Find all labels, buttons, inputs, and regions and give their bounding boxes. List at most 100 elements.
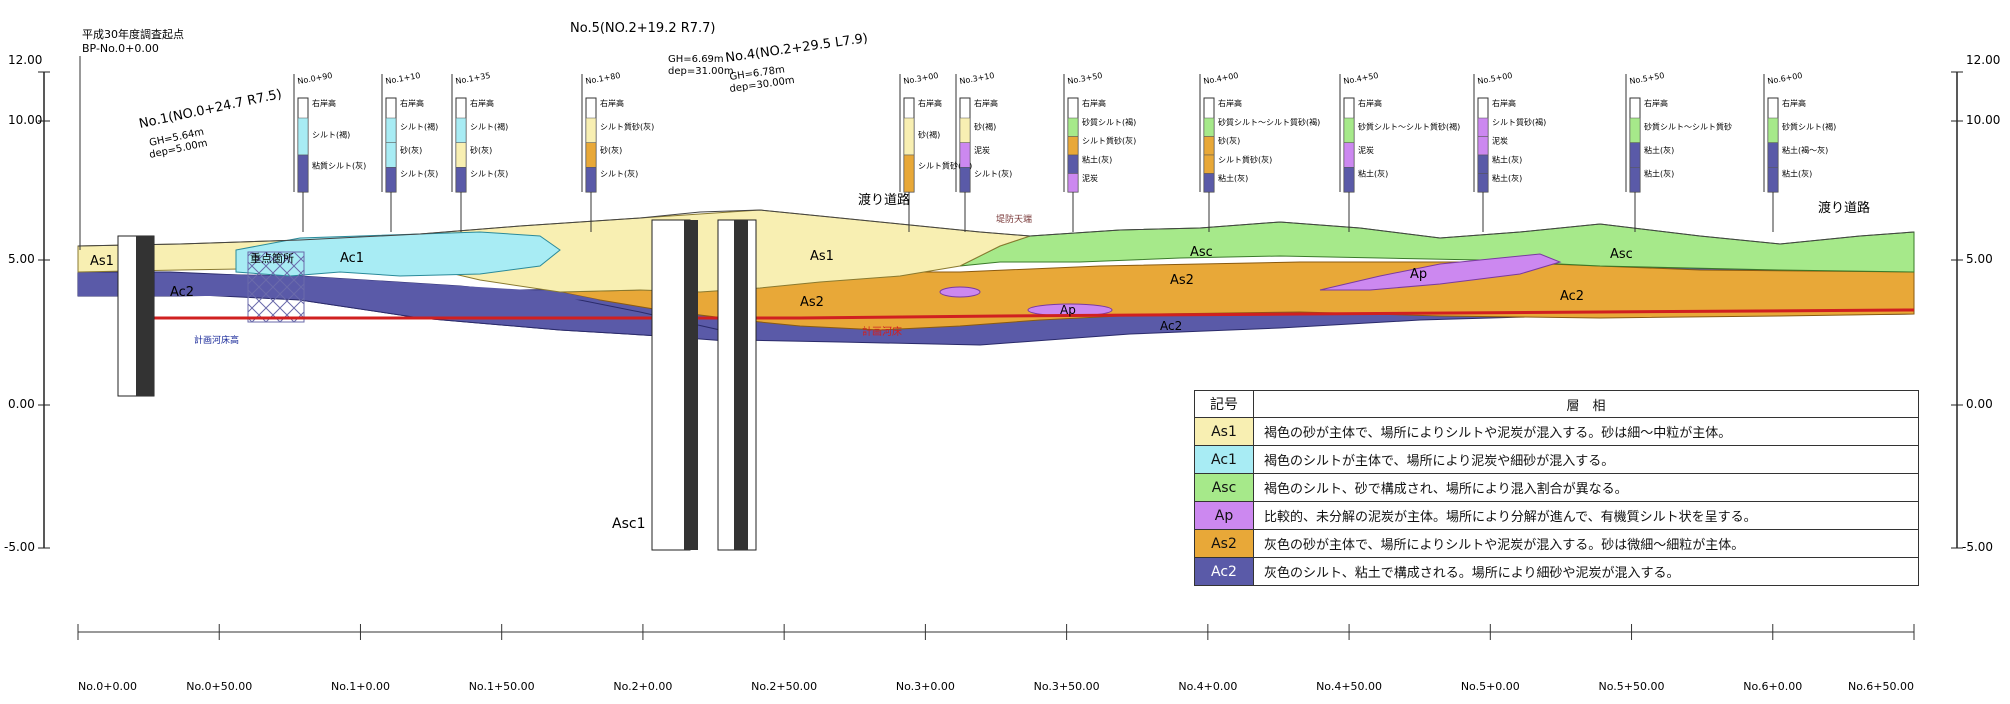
- column-segment: [1343, 142, 1355, 168]
- elev-neg5-right: -5.00: [1962, 540, 1993, 554]
- column-segment: [455, 142, 467, 168]
- column-title: No.3+50: [1067, 71, 1103, 86]
- borehole-no1: [117, 235, 155, 397]
- column-title: No.5+50: [1629, 71, 1665, 86]
- station-label: No.4+50.00: [1316, 680, 1382, 693]
- legend-symbol: As1: [1194, 417, 1254, 446]
- column-layer-label: 粘土(灰): [1082, 154, 1112, 164]
- column-layer-label: 右岸高: [400, 98, 424, 108]
- label-plan-line: 計画河床: [862, 325, 902, 338]
- legend-description: 灰色の砂が主体で、場所によりシルトや泥炭が混入する。砂は微細～細粒が主体。: [1253, 529, 1919, 558]
- start-title: 平成30年度調査起点: [82, 27, 184, 41]
- column-segment: [385, 142, 397, 168]
- column-segment: [1477, 136, 1489, 156]
- column-segment: [1767, 142, 1779, 168]
- column-layer-label: 粘土(灰): [1358, 169, 1388, 179]
- section-labels: As1 Ac2 重点箇所 Ac1 As1 As2 Ap Asc As2 Ap A…: [90, 192, 1870, 532]
- legend-symbol: Ac2: [1194, 557, 1254, 586]
- station-label: No.3+0.00: [896, 680, 955, 693]
- column-layer-label: シルト(灰): [470, 169, 508, 179]
- station-label: No.6+50.00: [1848, 680, 1914, 693]
- legend-symbol: Ap: [1194, 501, 1254, 530]
- column-layer-label: 粘土(灰): [1492, 154, 1522, 164]
- boring-label-no4: No.4(NO.2+29.5 L7.9) GH=6.78m dep=30.00m: [724, 31, 868, 95]
- label-asc-far: Asc: [1610, 247, 1633, 262]
- column-layer-label: シルト質砂(灰): [1218, 154, 1272, 164]
- column-layer-label: 砂質シルト～シルト質砂(褐): [1358, 122, 1460, 132]
- column-segment: [903, 117, 915, 156]
- layer-as2-left-band: [78, 272, 600, 300]
- svg-text:dep=31.00m: dep=31.00m: [668, 66, 734, 77]
- column-segment: [959, 142, 971, 168]
- column-segment: [585, 117, 597, 143]
- column-layer-label: 右岸高: [1492, 98, 1516, 108]
- column-title: No.0+90: [297, 71, 333, 86]
- legend-description: 褐色の砂が主体で、場所によりシルトや泥炭が混入する。砂は細～中粒が主体。: [1253, 417, 1919, 446]
- boring-label-no1: No.1(NO.0+24.7 R7.5) GH=5.64m dep=5.00m: [138, 87, 283, 161]
- column-layer-label: シルト(灰): [974, 169, 1012, 179]
- column-segment: [1203, 173, 1215, 193]
- legend-symbol: Asc: [1194, 473, 1254, 502]
- svg-text:No.5(NO.2+19.2 R7.7): No.5(NO.2+19.2 R7.7): [570, 21, 716, 36]
- station-label: No.0+50.00: [186, 680, 252, 693]
- column-layer-label: 砂質シルト(褐): [1782, 122, 1836, 132]
- column-layer-label: シルト質砂(褐): [1492, 117, 1546, 127]
- column-segment: [1477, 173, 1489, 193]
- label-as1-left: As1: [90, 254, 114, 269]
- label-as1-mid: As1: [810, 249, 834, 264]
- column-segment: [585, 142, 597, 168]
- ground-surface-line: [77, 209, 1915, 247]
- elev-5: 5.00: [8, 252, 35, 266]
- column-segment: [1203, 154, 1215, 174]
- column-layer-label: 粘土(灰): [1218, 173, 1248, 183]
- station-label: No.1+0.00: [331, 680, 390, 693]
- boring-label-no5: No.5(NO.2+19.2 R7.7) GH=6.69m dep=31.00m: [570, 21, 734, 77]
- column-layer-label: 右岸高: [918, 98, 942, 108]
- column-layer-label: 右岸高: [1782, 98, 1806, 108]
- column-layer-label: 粘土(灰): [1492, 173, 1522, 183]
- label-as2-mid: As2: [800, 295, 824, 310]
- column-segment: [1343, 167, 1355, 193]
- column-layer-label: 砂(灰): [400, 145, 422, 155]
- right-elevation-axis: 12.00 10.00 5.00 0.00 -5.00: [1951, 53, 2000, 554]
- column-segment: [1067, 154, 1079, 174]
- column-layer-label: シルト質砂(灰): [600, 122, 654, 132]
- svg-text:No.4(NO.2+29.5 L7.9): No.4(NO.2+29.5 L7.9): [724, 31, 868, 66]
- station-label: No.5+0.00: [1461, 680, 1520, 693]
- station-label: No.6+0.00: [1743, 680, 1802, 693]
- column-segment: [455, 167, 467, 193]
- elev-5-right: 5.00: [1966, 252, 1993, 266]
- column-layer-label: 右岸高: [1644, 98, 1668, 108]
- column-layer-label: 砂質シルト(褐): [1082, 117, 1136, 127]
- start-sub: BP-No.0+0.00: [82, 42, 159, 55]
- elev-0: 0.00: [8, 397, 35, 411]
- column-layer-label: シルト(褐): [312, 129, 350, 139]
- left-elevation-axis: 12.00 10.00 5.00 0.00 -5.00: [4, 53, 50, 554]
- column-layer-label: シルト(灰): [600, 169, 638, 179]
- column-segment: [959, 117, 971, 143]
- column-title: No.1+10: [385, 71, 421, 86]
- column-layer-label: シルト(褐): [470, 122, 508, 132]
- label-ac2-mid: Ac2: [1160, 319, 1182, 333]
- station-label: No.5+50.00: [1599, 680, 1665, 693]
- column-layer-label: 粘土(褐～灰): [1782, 145, 1828, 155]
- column-layer-label: 砂(灰): [600, 145, 622, 155]
- column-title: No.3+10: [959, 71, 995, 86]
- elev-12-right: 12.00: [1966, 53, 2000, 67]
- label-road-right: 渡り道路: [1818, 200, 1870, 216]
- column-layer-label: 右岸高: [1358, 98, 1382, 108]
- column-segment: [1067, 136, 1079, 156]
- column-segment: [903, 154, 915, 193]
- column-title: No.6+00: [1767, 71, 1803, 86]
